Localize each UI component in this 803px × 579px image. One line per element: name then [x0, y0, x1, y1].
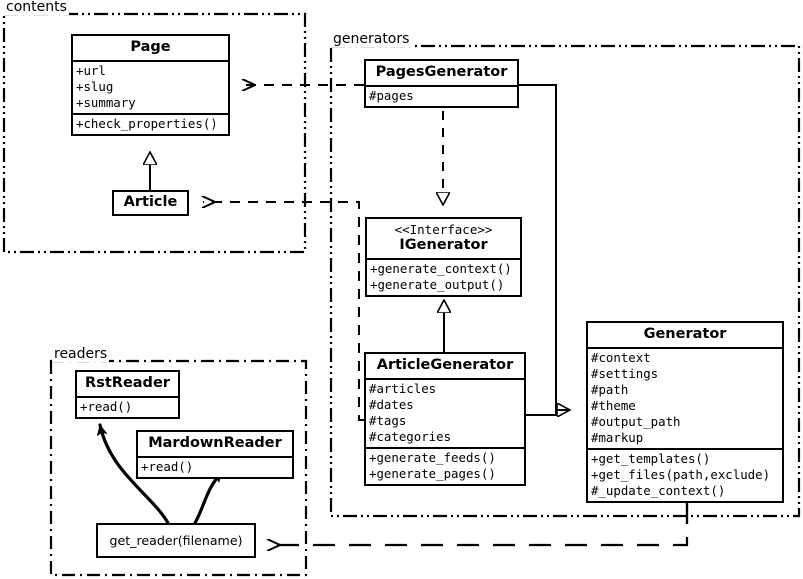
relationship-getreader-calls-mardownreader: [193, 470, 224, 525]
class-methods-generator: +get_templates() +get_files(path,exclude…: [588, 447, 782, 501]
package-label-contents: contents: [4, 0, 69, 15]
class-methods-rstreader: +read(): [77, 395, 178, 417]
class-name-text-igenerator: IGenerator: [399, 237, 488, 253]
class-methods-articlegenerator: +generate_feeds() +generate_pages(): [366, 446, 524, 484]
method: +get_files(path,exclude): [591, 466, 771, 482]
attribute: #settings: [591, 365, 659, 381]
relationship-articlegenerator-generalizes-generator: [526, 409, 570, 416]
package-label-generators: generators: [331, 31, 412, 47]
relationship-articlegenerator-depends-article: [203, 202, 364, 421]
class-box-page[interactable]: Page +url +slug +summary +check_properti…: [71, 34, 230, 136]
class-box-article[interactable]: Article: [112, 190, 189, 216]
package-border-readers: [49, 359, 308, 577]
class-name-generator: Generator: [643, 326, 727, 342]
method: +read(): [80, 398, 133, 414]
function-box-get-reader[interactable]: get_reader(filename): [96, 523, 256, 558]
method: +generate_pages(): [369, 465, 496, 481]
class-methods-igenerator: +generate_context() +generate_output(): [367, 257, 520, 295]
attribute: +slug: [76, 78, 114, 94]
attribute: #path: [591, 381, 629, 397]
class-name-igenerator: <<Interface>> IGenerator: [367, 219, 520, 258]
class-attributes-generator: #context #settings #path #theme #output_…: [588, 346, 782, 448]
class-name-article: Article: [123, 194, 178, 210]
class-name-rstreader: RstReader: [85, 375, 170, 391]
class-methods-page: +check_properties(): [73, 112, 228, 134]
method: +read(): [141, 458, 194, 474]
class-box-igenerator[interactable]: <<Interface>> IGenerator +generate_conte…: [365, 217, 522, 297]
class-box-articlegenerator[interactable]: ArticleGenerator #articles #dates #tags …: [364, 352, 526, 486]
attribute: #pages: [369, 87, 414, 103]
class-name-mardownreader: MardownReader: [148, 435, 282, 451]
method: +generate_feeds(): [369, 449, 496, 465]
package-label-readers: readers: [52, 346, 110, 362]
class-name-pagesgenerator: PagesGenerator: [375, 64, 508, 80]
method: +get_templates(): [591, 450, 711, 466]
attribute: #theme: [591, 397, 636, 413]
class-box-rstreader[interactable]: RstReader +read(): [75, 370, 180, 419]
package-border-contents: [2, 12, 307, 254]
class-box-mardownreader[interactable]: MardownReader +read(): [136, 430, 294, 479]
attribute: #categories: [369, 428, 452, 444]
attribute: #dates: [369, 396, 414, 412]
function-label-get-reader: get_reader(filename): [109, 533, 243, 548]
attribute: #articles: [369, 380, 437, 396]
attribute: #context: [591, 349, 651, 365]
package-border-generators: [329, 44, 801, 518]
relationship-getreader-calls-rstreader: [100, 423, 170, 525]
attribute: #output_path: [591, 413, 681, 429]
method: +check_properties(): [76, 115, 218, 131]
relationship-pagesgenerator-generalizes-generator: [519, 84, 570, 410]
class-box-pagesgenerator[interactable]: PagesGenerator #pages: [364, 59, 519, 108]
class-attributes-pagesgenerator: #pages: [366, 84, 517, 106]
class-attributes-page: +url +slug +summary: [73, 59, 228, 113]
method: +generate_output(): [370, 276, 505, 292]
class-methods-mardownreader: +read(): [138, 455, 292, 477]
class-name-articlegenerator: ArticleGenerator: [376, 357, 514, 373]
class-attributes-articlegenerator: #articles #dates #tags #categories: [366, 377, 524, 447]
attribute: +summary: [76, 94, 136, 110]
method: #_update_context(): [591, 482, 726, 498]
attribute: +url: [76, 62, 106, 78]
relationship-generator-depends-getreader: [268, 501, 689, 545]
attribute: #markup: [591, 429, 644, 445]
class-stereotype-igenerator: <<Interface>>: [394, 222, 493, 237]
method: +generate_context(): [370, 260, 512, 276]
class-box-generator[interactable]: Generator #context #settings #path #them…: [586, 321, 784, 503]
attribute: #tags: [369, 412, 407, 428]
class-name-page: Page: [130, 39, 171, 55]
